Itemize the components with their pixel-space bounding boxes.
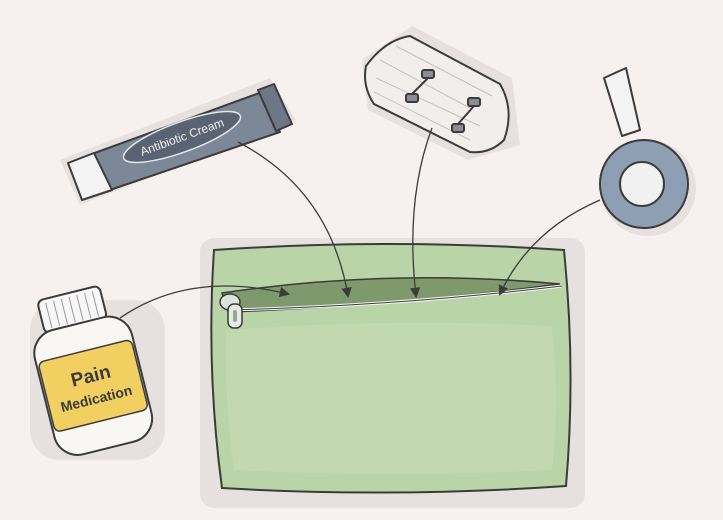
arrow-bandage-to-pouch bbox=[409, 127, 433, 299]
bottle-label bbox=[38, 339, 148, 432]
tape-end bbox=[603, 67, 641, 137]
zipper-pouch bbox=[210, 243, 572, 494]
tube-label-oval bbox=[122, 110, 242, 164]
bandage-clip-2 bbox=[451, 97, 481, 133]
tube-cap bbox=[67, 152, 113, 201]
bandage-body bbox=[364, 35, 510, 154]
medical-tape-roll bbox=[599, 67, 689, 229]
arrow-tape-to-pouch bbox=[498, 199, 601, 296]
pain-medication-bottle: Pain Medication bbox=[33, 285, 154, 456]
pouch-highlight bbox=[225, 322, 556, 474]
arrow-bottle-to-pouch bbox=[119, 285, 291, 319]
tape-inner bbox=[619, 161, 665, 207]
bandage-clip-1 bbox=[405, 69, 435, 103]
elastic-bandage bbox=[364, 35, 510, 154]
arrow-tube-to-pouch bbox=[237, 141, 352, 299]
zipper-pull bbox=[219, 293, 243, 329]
arrows bbox=[119, 127, 601, 319]
antibiotic-cream-tube: Antibiotic Cream bbox=[67, 83, 293, 201]
